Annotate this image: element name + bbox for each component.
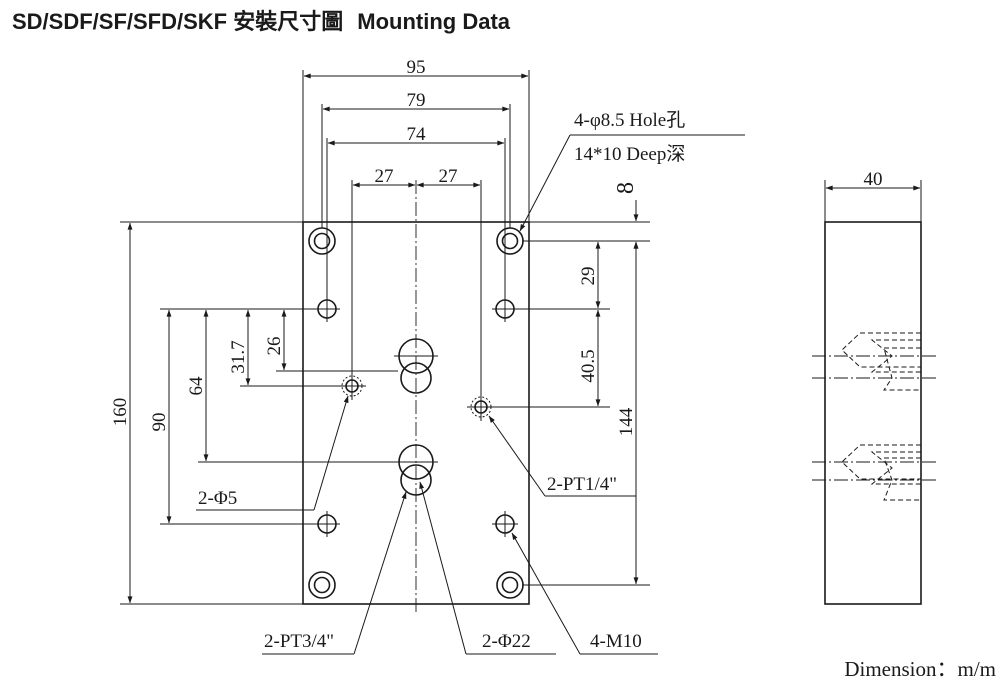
title-models: SD/SDF/SF/SFD/SKF 安裝尺寸圖 (12, 9, 344, 34)
dim-label-26: 26 (264, 337, 285, 356)
callout-phi5-label: 2-Φ5 (198, 488, 237, 509)
dim-label-40-5: 40.5 (578, 349, 599, 382)
page-title: SD/SDF/SF/SFD/SKF 安裝尺寸圖 Mounting Data (12, 4, 510, 36)
dim-half-27: 27 27 (351, 166, 482, 397)
dim-label-31-7: 31.7 (228, 340, 249, 373)
unit-note: Dimension：m/m (844, 657, 996, 681)
callout-pt-three-quarter: 2-PT3/4" (262, 491, 407, 655)
phi22-port-upper (394, 338, 438, 394)
dim-label-8: 8 (613, 182, 639, 194)
callout-pt-quarter-label: 2-PT1/4" (547, 474, 617, 495)
dim-vert-29: 29 (514, 241, 610, 310)
dim-label-144: 144 (616, 407, 637, 436)
dim-width-79: 79 (321, 90, 511, 228)
dim-vert-31-7: 31.7 (228, 309, 340, 387)
pt-quarter-hole (467, 393, 495, 421)
callout-phi22: 2-Φ22 (419, 481, 556, 655)
callout-m10: 4-M10 (511, 532, 658, 655)
dim-label-74: 74 (407, 124, 427, 145)
side-port-lower (812, 444, 938, 501)
callout-phi22-label: 2-Φ22 (482, 631, 531, 652)
phi22-port-lower (394, 444, 438, 496)
dim-label-27-right: 27 (439, 166, 458, 187)
dim-label-64: 64 (186, 376, 207, 396)
dim-vert-26: 26 (264, 309, 398, 372)
dim-label-90: 90 (149, 413, 170, 432)
dim-label-29: 29 (578, 267, 599, 286)
m10-hole-bottom-right (492, 511, 518, 537)
dim-label-40: 40 (864, 169, 883, 190)
dim-label-160: 160 (110, 398, 131, 427)
title-english: Mounting Data (357, 9, 511, 34)
dim-width-95: 95 (302, 57, 530, 222)
dim-vert-144: 144 (522, 241, 650, 586)
side-port-upper (812, 332, 938, 391)
dim-vert-64: 64 (186, 309, 398, 463)
callout-holes-line2: 14*10 Deep深 (574, 143, 685, 165)
dim-vert-160: 160 (110, 221, 303, 605)
dim-vert-40-5: 40.5 (491, 309, 610, 408)
dim-side-width-40: 40 (824, 169, 922, 222)
callout-pt-quarter: 2-PT1/4" (488, 415, 636, 497)
side-view-outline (824, 221, 922, 605)
callout-holes-line1: 4-φ8.5 Hole孔 (574, 109, 685, 131)
corner-hole-bottom-right (496, 571, 524, 599)
callout-corner-holes: 4-φ8.5 Hole孔 14*10 Deep深 (519, 109, 745, 232)
corner-hole-top-right (496, 227, 524, 255)
corner-hole-top-left (308, 227, 336, 255)
dim-label-27-left: 27 (375, 166, 394, 187)
callout-pt-three-quarter-label: 2-PT3/4" (264, 631, 334, 652)
corner-hole-bottom-left (308, 571, 336, 599)
m10-hole-bottom-left (314, 511, 340, 537)
phi5-pin-hole (338, 372, 366, 400)
dim-vert-90: 90 (149, 308, 317, 525)
callout-phi5: 2-Φ5 (196, 395, 349, 511)
dim-label-95: 95 (407, 57, 426, 78)
dim-label-79: 79 (407, 90, 426, 111)
callout-m10-label: 4-M10 (590, 631, 642, 652)
dim-width-74: 74 (326, 124, 506, 300)
dim-top-8: 8 (522, 182, 650, 262)
